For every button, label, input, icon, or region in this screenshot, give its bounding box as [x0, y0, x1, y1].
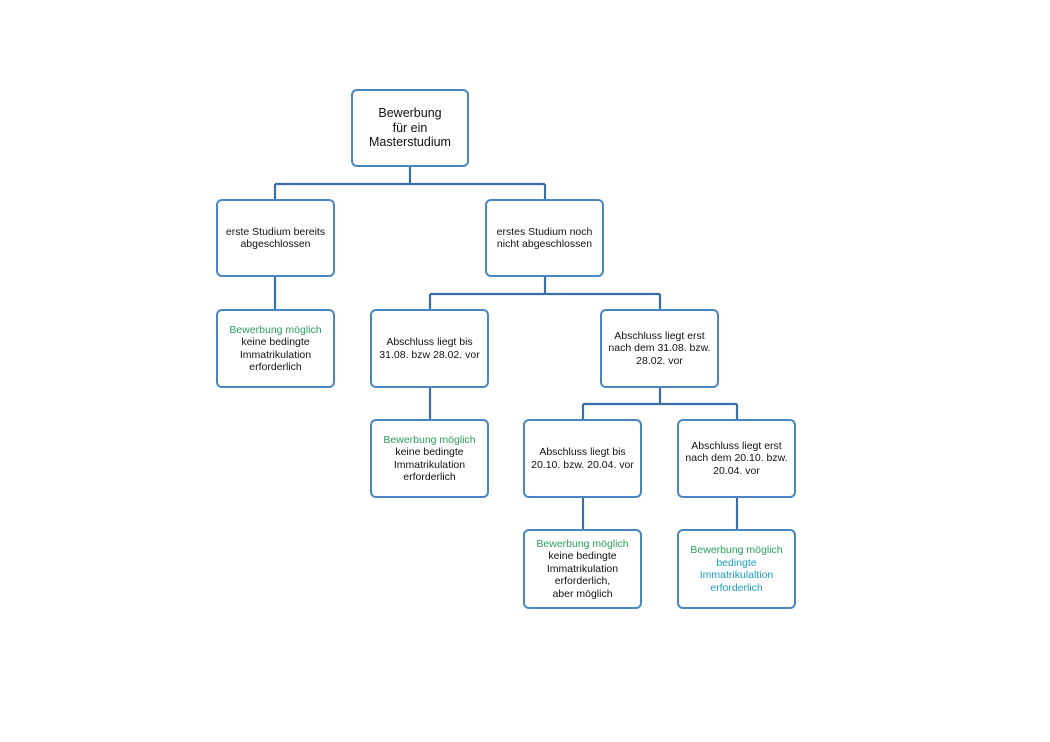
node-text-line: Abschluss liegt bis [386, 336, 473, 348]
node-text-line: aber möglich [552, 587, 613, 600]
node-conditional-text-line: Immatrikulaltion [699, 569, 774, 581]
node-root-bewerbung-master: Bewerbung für ein Masterstudium [351, 89, 469, 167]
node-text-line: Bewerbung [378, 106, 442, 121]
node-text-line: abgeschlossen [240, 238, 311, 250]
node-completed-result: Bewerbung möglich keine bedingte Immatri… [216, 309, 335, 388]
node-text-line: Masterstudium [369, 135, 451, 150]
node-highlight-text: Bewerbung möglich [383, 433, 476, 446]
node-text-line: Immatrikulation [239, 348, 312, 361]
node-completed: erste Studium bereits abgeschlossen [216, 199, 335, 277]
node-text-line: Abschluss liegt erst [691, 439, 782, 452]
node-text-line: nach dem 20.10. bzw. [685, 452, 788, 465]
node-by-second-deadline-result: Bewerbung möglich keine bedingte Immatri… [523, 529, 642, 609]
node-highlight-text: Bewerbung möglich [536, 537, 629, 550]
node-text-line: 28.02. vor [636, 354, 683, 367]
node-conditional-text-line: erforderlich [710, 581, 763, 594]
node-text-line: erforderlich, [554, 575, 611, 588]
node-text-line: erstes Studium noch [496, 225, 593, 238]
node-text-line: 20.10. bzw. 20.04. vor [531, 458, 634, 471]
node-text-line: Abschluss liegt erst [614, 329, 705, 342]
node-text-line: keine bedingte [395, 446, 464, 458]
node-text-line: nach dem 31.08. bzw. [608, 342, 711, 355]
node-highlight-text: Bewerbung möglich [690, 544, 783, 556]
node-conditional-text-line: bedingte [716, 556, 757, 569]
node-text-line: 31.08. bzw 28.02. vor [379, 348, 480, 361]
node-by-deadline: Abschluss liegt bis 31.08. bzw 28.02. vo… [370, 309, 489, 388]
node-text-line: Immatrikulation [393, 458, 466, 471]
node-not-completed: erstes Studium noch nicht abgeschlossen [485, 199, 604, 277]
node-text-line: erforderlich [403, 471, 456, 483]
node-text-line: für ein [392, 120, 428, 135]
node-text-line: Immatrikulation [546, 562, 619, 575]
node-text-line: Abschluss liegt bis [539, 446, 626, 458]
node-after-deadline: Abschluss liegt erst nach dem 31.08. bzw… [600, 309, 719, 388]
node-by-second-deadline: Abschluss liegt bis 20.10. bzw. 20.04. v… [523, 419, 642, 498]
node-highlight-text: Bewerbung möglich [229, 323, 322, 336]
node-by-deadline-result: Bewerbung möglich keine bedingte Immatri… [370, 419, 489, 498]
node-text-line: nicht abgeschlossen [496, 238, 593, 250]
node-text-line: keine bedingte [241, 336, 310, 348]
node-after-second-deadline: Abschluss liegt erst nach dem 20.10. bzw… [677, 419, 796, 498]
node-text-line: erforderlich [249, 361, 302, 373]
node-text-line: erste Studium bereits [225, 225, 326, 238]
node-after-second-deadline-result: Bewerbung möglich bedingte Immatrikulalt… [677, 529, 796, 609]
node-text-line: keine bedingte [548, 550, 617, 563]
node-text-line: 20.04. vor [713, 464, 760, 477]
